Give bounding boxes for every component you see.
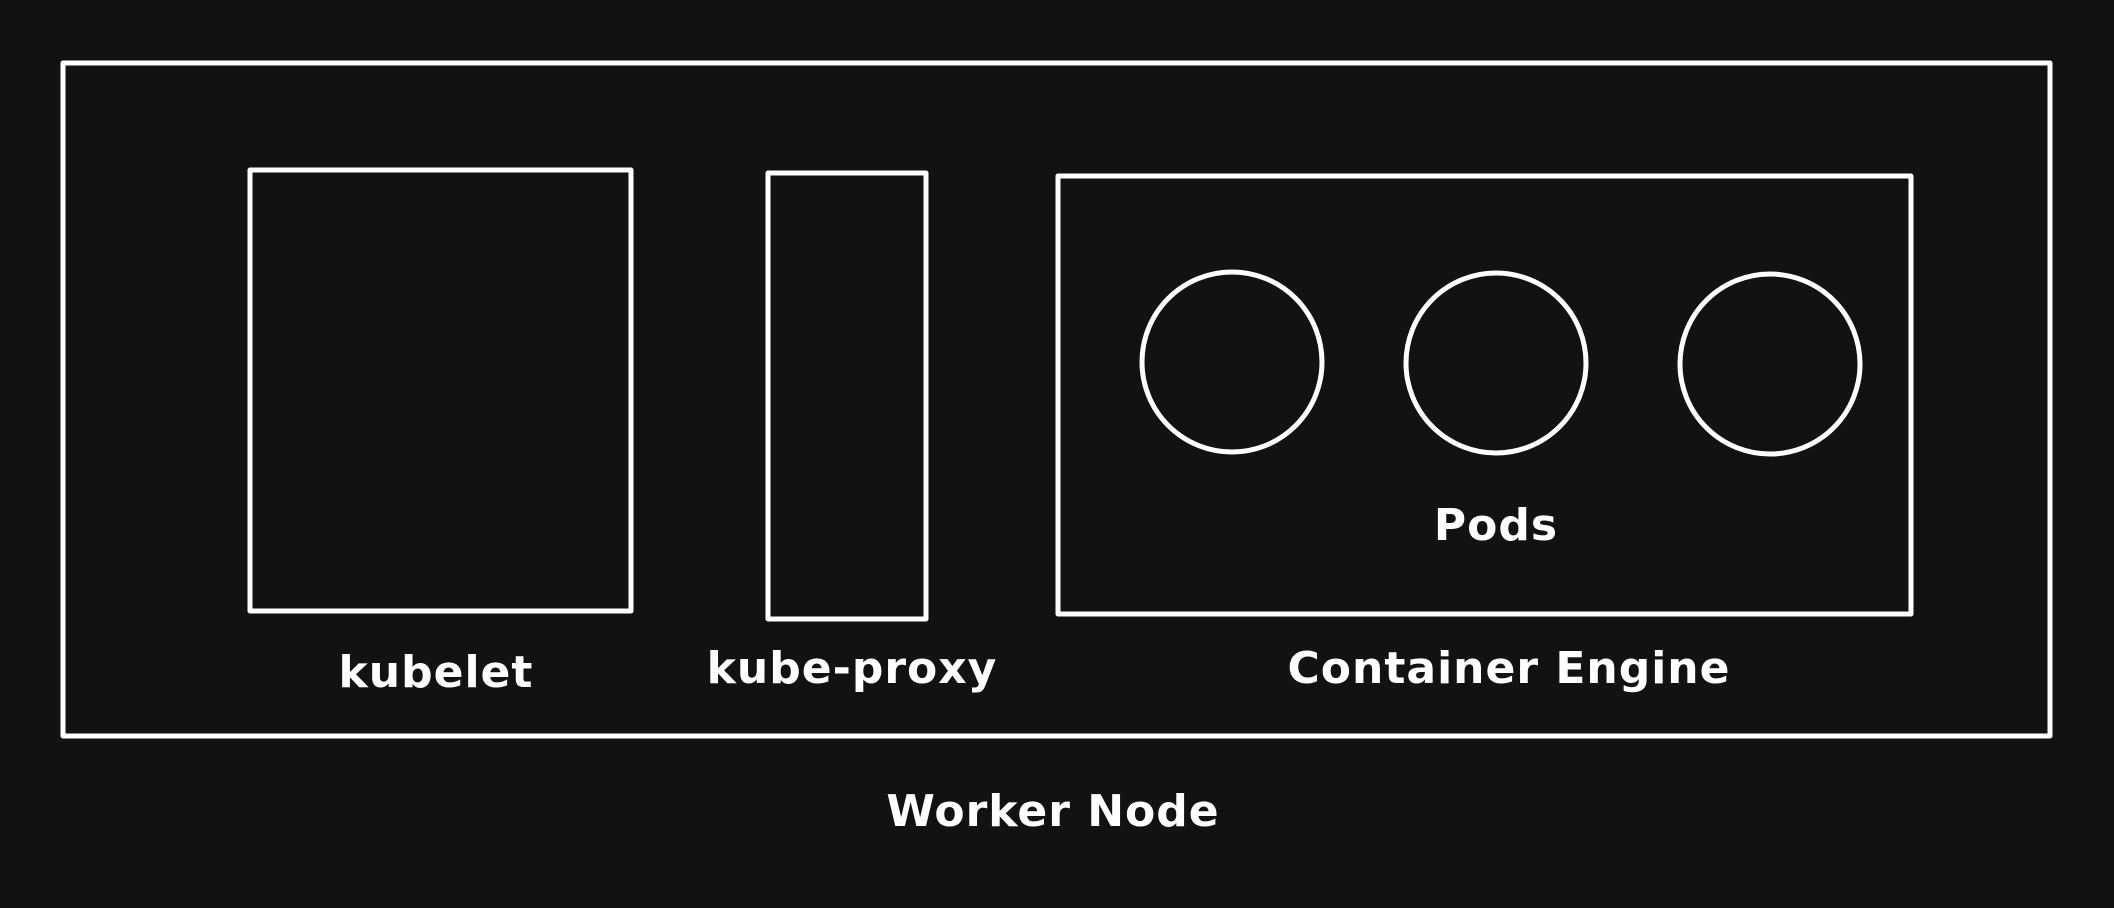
worker-node-box (60, 60, 2053, 739)
pods-label: Pods (1434, 500, 1558, 551)
kube-proxy-box (765, 170, 929, 622)
pod-circle-3 (1677, 271, 1863, 457)
pod-circle-1 (1139, 269, 1325, 455)
pod-circle-2 (1403, 270, 1589, 456)
kubelet-label: kubelet (339, 647, 534, 698)
worker-node-label: Worker Node (886, 786, 1219, 837)
kube-proxy-label: kube-proxy (707, 643, 998, 694)
container-engine-box (1055, 173, 1914, 617)
kubelet-box (247, 167, 634, 614)
container-engine-label: Container Engine (1288, 643, 1731, 694)
